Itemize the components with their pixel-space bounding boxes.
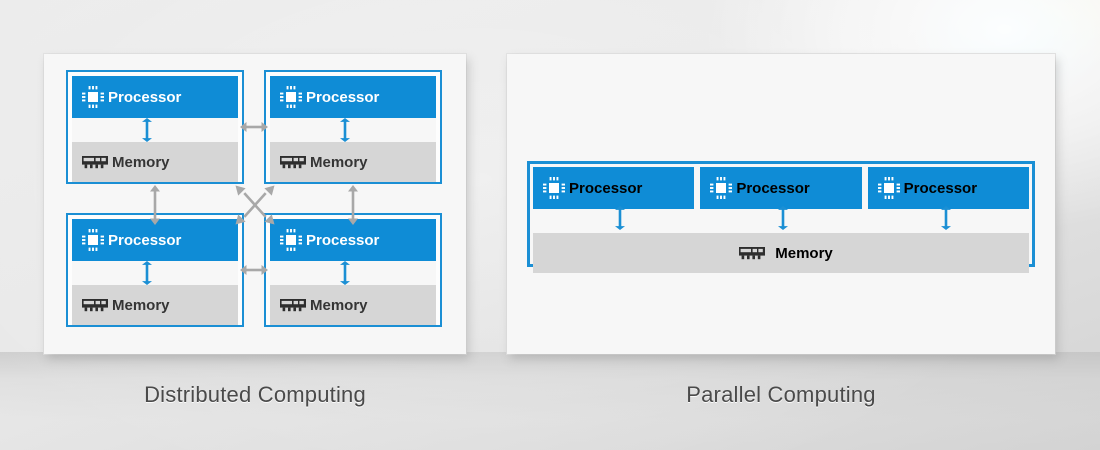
ram-stick-icon	[82, 156, 108, 169]
memory-label: Memory	[310, 296, 368, 314]
processor1-memory-link-arrow	[613, 206, 627, 230]
processor-label: Processor	[306, 88, 380, 106]
cpu-chip-icon	[280, 229, 302, 251]
processor-bar[interactable]: Processor	[270, 76, 436, 118]
ram-stick-icon	[280, 156, 306, 169]
shared-memory-bar[interactable]: Memory	[533, 233, 1029, 273]
memory-bar[interactable]: Memory	[270, 285, 436, 325]
node-bottom-right[interactable]: Processor Memory	[264, 213, 442, 327]
processor-cell-1[interactable]: Processor	[533, 167, 695, 209]
node-bottom-left[interactable]: Processor Memory	[66, 213, 244, 327]
processor-bar[interactable]: Processor	[72, 76, 238, 118]
memory-label: Memory	[112, 296, 170, 314]
node-internal-link-slot	[72, 118, 238, 142]
processor-label: Processor	[108, 88, 182, 106]
processor-label: Processor	[736, 179, 810, 197]
cpu-chip-icon	[82, 229, 104, 251]
parallel-cluster[interactable]: Processor Processor Processor Memory	[527, 161, 1035, 273]
processor-memory-link-arrow	[140, 118, 154, 142]
node-internal-link-slot	[270, 118, 436, 142]
cpu-chip-icon	[82, 86, 104, 108]
memory-bar[interactable]: Memory	[72, 142, 238, 182]
processor3-memory-link-arrow	[939, 206, 953, 230]
processor-bar[interactable]: Processor	[72, 219, 238, 261]
link-left-vertical-arrow	[148, 185, 162, 225]
memory-bar[interactable]: Memory	[270, 142, 436, 182]
cpu-chip-icon	[543, 177, 565, 199]
node-top-left[interactable]: Processor Memory	[66, 70, 244, 184]
ram-stick-icon	[739, 247, 765, 260]
caption-parallel-computing: Parallel Computing	[686, 382, 876, 407]
cpu-chip-icon	[280, 86, 302, 108]
caption-distributed-computing: Distributed Computing	[144, 382, 366, 407]
background-floor-shadow	[0, 352, 1100, 450]
processor-cell-2[interactable]: Processor	[700, 167, 862, 209]
processor2-memory-link-arrow	[776, 206, 790, 230]
processor-cell-3[interactable]: Processor	[867, 167, 1029, 209]
processor-label: Processor	[903, 179, 978, 197]
processor-memory-link-arrow	[338, 118, 352, 142]
link-top-horizontal-arrow	[240, 120, 268, 134]
memory-label: Memory	[310, 153, 368, 171]
link-bottom-horizontal-arrow	[240, 263, 268, 277]
link-right-vertical-arrow	[346, 185, 360, 225]
node-internal-link-slot	[72, 261, 238, 285]
node-internal-link-slot	[270, 261, 436, 285]
cpu-chip-icon	[878, 177, 900, 199]
node-top-right[interactable]: Processor Memory	[264, 70, 442, 184]
processor-label: Processor	[108, 231, 182, 249]
cpu-chip-icon	[710, 177, 732, 199]
shared-memory-content: Memory	[729, 245, 833, 262]
ram-stick-icon	[82, 299, 108, 312]
processor-memory-link-arrow	[338, 261, 352, 285]
processor-label: Processor	[569, 179, 643, 197]
processor-memory-link-arrow	[140, 261, 154, 285]
memory-bar[interactable]: Memory	[72, 285, 238, 325]
processor-label: Processor	[306, 231, 380, 249]
link-diagonal-cross-arrow	[232, 182, 278, 228]
processor-row: Processor Processor Processor	[533, 167, 1029, 209]
processor-bar[interactable]: Processor	[270, 219, 436, 261]
ram-stick-icon	[280, 299, 306, 312]
memory-label: Memory	[775, 244, 833, 262]
memory-label: Memory	[112, 153, 170, 171]
